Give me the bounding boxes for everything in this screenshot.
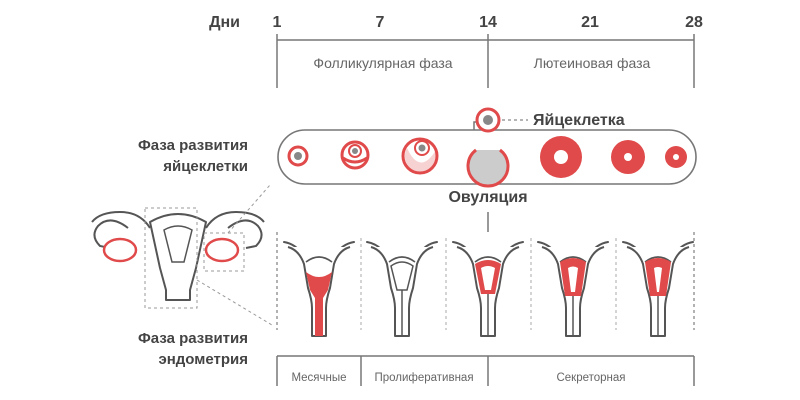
- follicle-stage-2: [340, 140, 370, 170]
- uterus-secretory-late: [622, 241, 694, 337]
- uterus-secretory-mid: [537, 241, 609, 337]
- day-tick-label: 14: [479, 14, 497, 31]
- proliferative-phase-label: Пролиферативная: [374, 372, 473, 384]
- egg-phase-label-line2: яйцеклетки: [163, 158, 248, 175]
- endometrium-phase-label-line2: эндометрия: [158, 351, 248, 368]
- uterus-proliferative: [366, 241, 438, 337]
- reproductive-system-illustration: [91, 184, 273, 326]
- left-ovary: [102, 237, 138, 263]
- released-egg: [475, 107, 501, 133]
- corpus-luteum-medium: [611, 140, 645, 174]
- ovulation-label: Овуляция: [448, 189, 527, 206]
- day-tick-label: 1: [273, 14, 282, 31]
- follicle-stage-1: [287, 145, 309, 167]
- egg-phase: Фаза развития яйцеклетки Яйцеклетка: [138, 107, 697, 232]
- right-ovary: [204, 237, 240, 263]
- timeline: Дни 1 7 14 21 28 Фолликулярная фаза Люте…: [209, 14, 703, 88]
- luteal-phase-label: Лютеиновая фаза: [534, 55, 651, 71]
- uterus-highlight-box: [144, 207, 198, 309]
- corpus-luteum-small: [665, 146, 687, 168]
- menstrual-phase-label: Месячные: [291, 372, 346, 384]
- uterus-secretory-early: [452, 241, 524, 337]
- follicle-ruptured: [466, 148, 510, 188]
- secretory-phase-label: Секреторная: [556, 372, 625, 384]
- egg-phase-label-line1: Фаза развития: [138, 137, 248, 154]
- ovary-highlight-box: [203, 232, 245, 272]
- uterus-menstrual: [283, 241, 355, 337]
- endometrium-phase: Фаза развития эндометрия Месячные Пролиф…: [138, 232, 695, 386]
- corpus-luteum-large: [540, 136, 582, 178]
- follicle-stage-3: [401, 137, 439, 175]
- follicular-phase-label: Фолликулярная фаза: [313, 55, 452, 71]
- egg-label: Яйцеклетка: [533, 112, 625, 129]
- day-tick-label: 21: [581, 14, 599, 31]
- endometrium-phase-label-line1: Фаза развития: [138, 330, 248, 347]
- day-tick-label: 28: [685, 14, 703, 31]
- day-tick-label: 7: [376, 14, 385, 31]
- days-label: Дни: [209, 14, 240, 31]
